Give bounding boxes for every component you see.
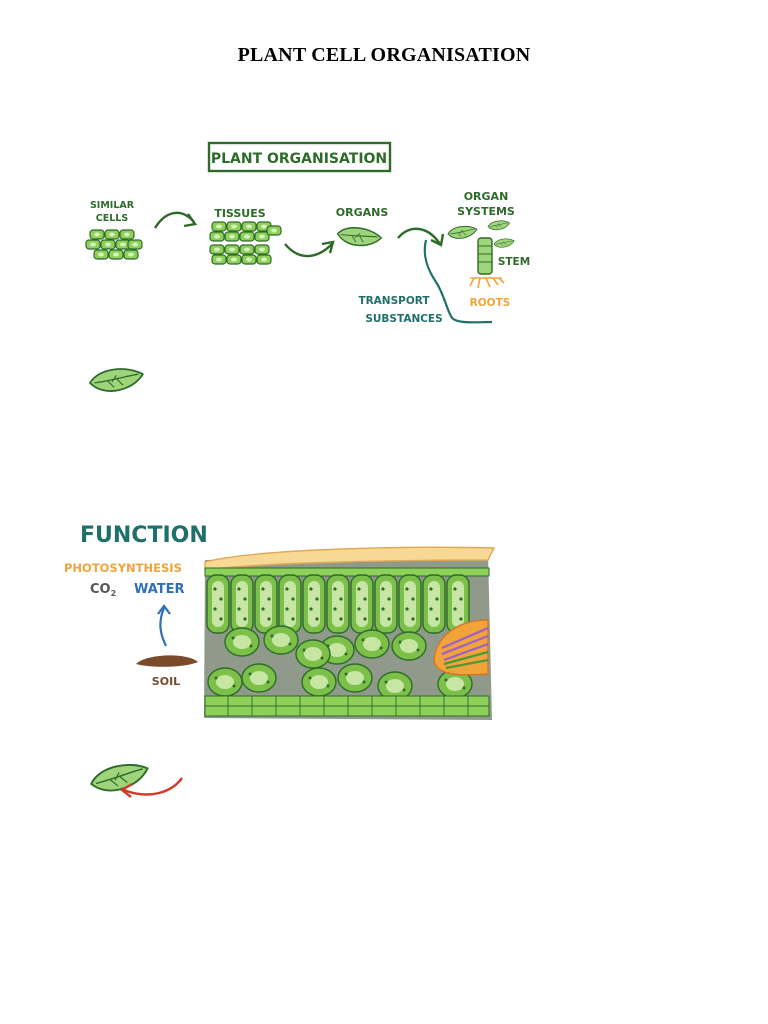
leaf-cross-section xyxy=(204,546,496,720)
roots-label: ROOTS xyxy=(470,297,511,309)
leaf-icon xyxy=(335,221,384,252)
transport-bracket xyxy=(423,239,493,324)
arrowhead-icon xyxy=(119,782,133,798)
organ-systems-label: ORGAN xyxy=(464,190,509,203)
similar-cells-label: SIMILAR xyxy=(90,200,135,211)
arrowhead-icon xyxy=(183,213,198,228)
soil-label: SOIL xyxy=(152,675,180,688)
function-heading: FUNCTION xyxy=(80,523,208,548)
roots-icon xyxy=(469,277,505,289)
similar-cells-icon xyxy=(85,229,143,260)
arrowhead-icon xyxy=(157,604,171,615)
organisation-heading-box xyxy=(207,141,392,173)
arrow-icon xyxy=(284,243,333,258)
leaf-icon xyxy=(89,368,144,392)
similar-cells-label-line2: CELLS xyxy=(96,213,129,224)
arrow-icon xyxy=(397,227,441,245)
co2-label: CO2 xyxy=(90,582,116,598)
arrow-up-icon xyxy=(159,607,167,647)
organisation-heading: PLANT ORGANISATION xyxy=(211,151,387,167)
photosynthesis-label: PHOTOSYNTHESIS xyxy=(64,561,182,575)
organs-label: ORGANS xyxy=(336,206,389,219)
leaf-icon xyxy=(88,761,151,794)
tissues-icon xyxy=(209,221,282,265)
arrowhead-icon xyxy=(321,240,335,254)
arrow-icon xyxy=(123,777,183,796)
plant-icon xyxy=(447,220,515,275)
transport-label: TRANSPORT xyxy=(358,295,430,307)
tissues-label: TISSUES xyxy=(214,207,265,220)
soil-icon xyxy=(136,655,198,667)
stem-label: STEM xyxy=(498,256,530,268)
water-label: WATER xyxy=(134,582,185,597)
organ-systems-label-line2: SYSTEMS xyxy=(457,205,515,218)
arrowhead-icon xyxy=(430,233,445,247)
transport-label-line2: SUBSTANCES xyxy=(365,313,442,325)
page-title: PLANT CELL ORGANISATION xyxy=(237,44,531,66)
